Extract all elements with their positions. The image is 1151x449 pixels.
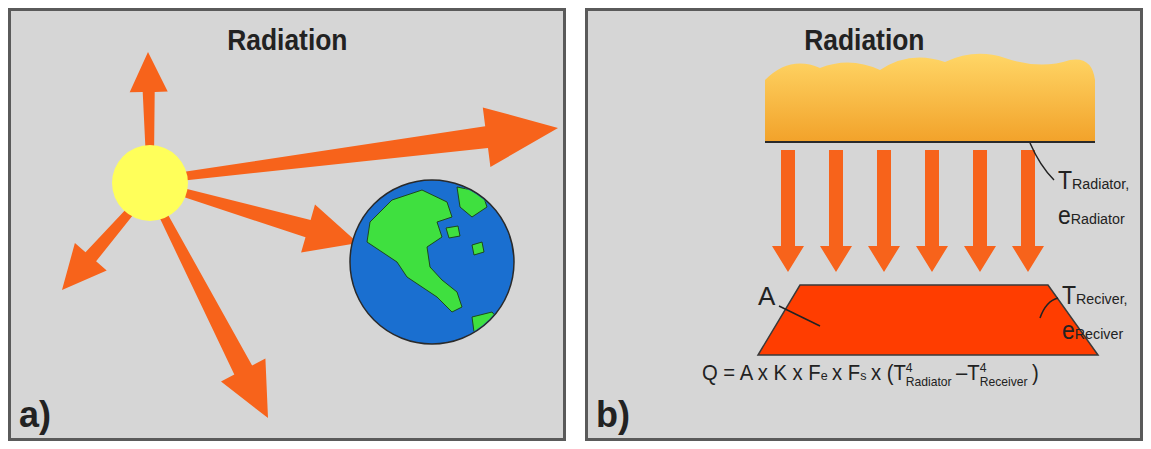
panel-title: Radiation [804,23,924,57]
label-group: TReciver, [1062,283,1128,308]
radiator-surface [765,54,1095,142]
sun-rays [62,52,558,418]
formula-text: Reciver, [1076,291,1128,307]
leader-line [779,306,820,326]
diagram-panel: Radiation a) [8,8,566,441]
sun [112,145,188,221]
formula-text: s [860,369,866,383]
formula-text: Radiator [1071,211,1125,227]
formula-text: x (T [871,362,906,384]
exponent-stack: 4Radiator [906,361,952,389]
label-group: eRadiator [1058,203,1125,228]
label-group: eReciver [1062,318,1123,343]
leader-line [1040,298,1058,318]
formula-text: Receiver [980,375,1028,389]
formula-text: Reciver [1075,326,1123,342]
formula-text: e [1058,203,1071,228]
receiver-plate [758,285,1098,355]
formula-text: Q = A x K x F [702,362,821,384]
ray-arrow [174,186,358,252]
ray-arrow [154,203,268,418]
label-group: TRadiator, [1058,168,1129,193]
label-group: Q = A x K x Fex Fsx (T4Radiator–T4Receiv… [702,362,1039,388]
panel-letter: b) [596,394,630,436]
ray-arrow [130,52,168,160]
ray-arrow [1012,150,1044,272]
radiation-arrows [772,150,1044,272]
panel-ground [8,8,566,441]
label-group: A [758,283,775,309]
formula-text: Radiator [906,375,952,389]
ray-arrow [170,107,559,182]
formula-text: Radiator, [1072,176,1129,192]
formula-text: e [821,369,828,383]
panel-ground [585,8,1143,441]
leader-line [1030,143,1054,180]
formula-text: T [1062,283,1076,308]
ray-arrow [964,150,996,272]
radiator-edge [765,141,1095,143]
formula-text: 4 [980,361,987,375]
ray-arrow [916,150,948,272]
formula-text: x F [832,362,860,384]
ray-arrow [820,150,852,272]
ray-arrow [772,150,804,272]
formula-text: T [1058,168,1072,193]
formula-text: ) [1032,362,1039,384]
formula-text: e [1062,318,1075,343]
earth [350,180,514,344]
ray-arrow [868,150,900,272]
formula-text: –T [956,362,980,384]
formula-text: 4 [906,361,913,375]
exponent-stack: 4Receiver [980,361,1028,389]
panel-title: Radiation [227,23,347,57]
panel-letter: a) [19,394,51,436]
formula-text: A [758,283,775,309]
